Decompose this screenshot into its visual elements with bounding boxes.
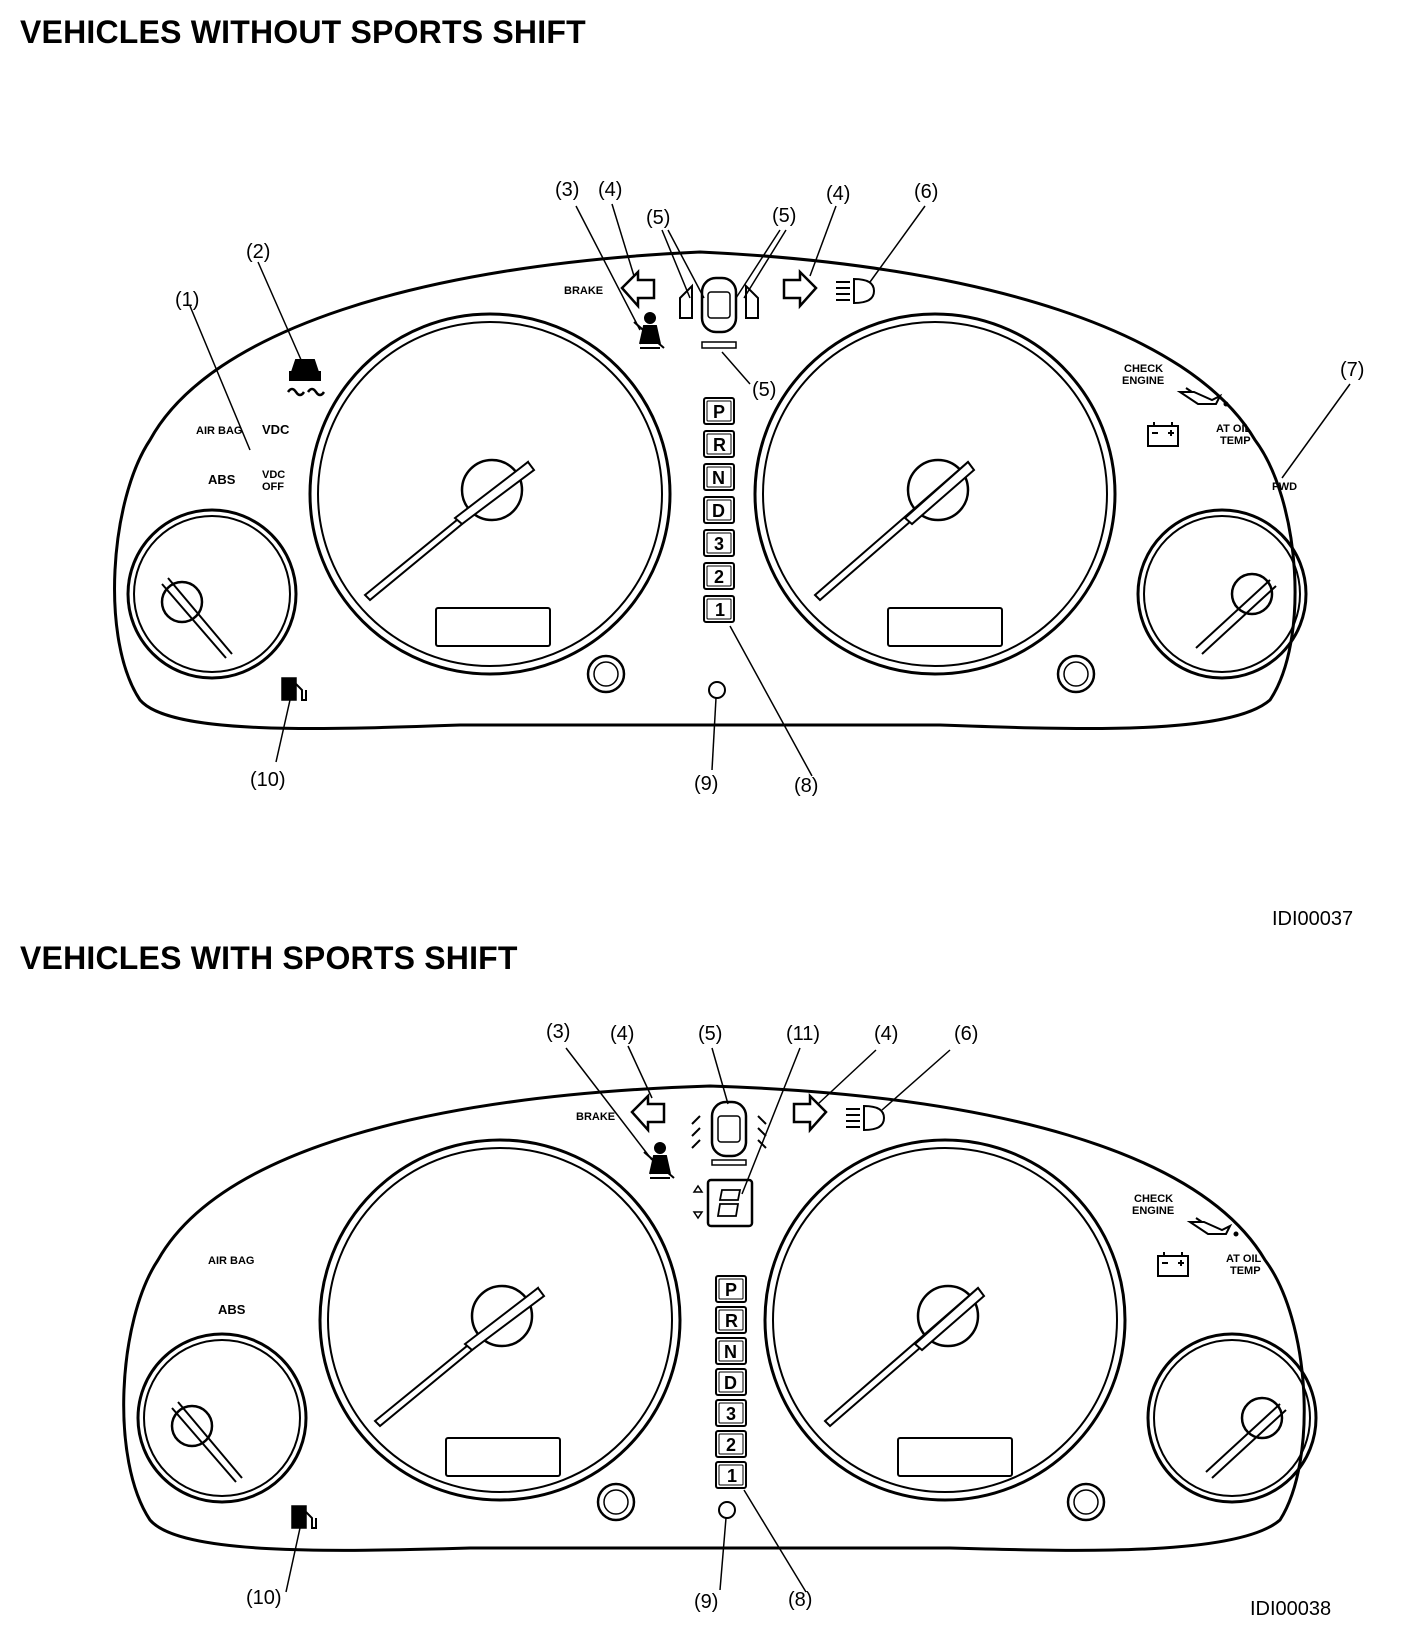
diagram-1-figure-id: IDI00037 — [1272, 908, 1354, 930]
cluster-1 — [113, 203, 1351, 777]
d2-brake-label: BRAKE — [576, 1111, 615, 1123]
gear-r: R — [713, 435, 726, 455]
d2-callout-5: (5) — [698, 1023, 722, 1045]
cluster-2-leader-lines — [285, 1045, 951, 1593]
fwd-label: FWD — [1272, 481, 1297, 493]
cluster-2-temp-gauge — [1146, 1332, 1318, 1504]
d2-callout-8: (8) — [788, 1589, 812, 1611]
cluster-1-gear-selector — [703, 397, 735, 623]
cluster-1-right-turn-arrow — [782, 268, 818, 310]
d2-gear-p: P — [725, 1280, 737, 1300]
gear-3: 3 — [714, 534, 724, 554]
cluster-1-leader-lines — [189, 203, 1351, 777]
cluster-2-seatbelt-icon — [643, 1142, 675, 1179]
abs-label: ABS — [208, 472, 236, 487]
d2-gear-n: N — [724, 1342, 737, 1362]
callout-4-left: (4) — [598, 179, 622, 201]
d2-gear-2: 2 — [726, 1435, 736, 1455]
d2-check-engine-label-1: CHECK — [1134, 1193, 1173, 1205]
cluster-2-texts: (3) (4) (5) (11) (4) (6) (10) (9) (8) BR… — [208, 1021, 1262, 1613]
d2-callout-11: (11) — [786, 1023, 820, 1045]
d2-at-oil-temp-label-2: TEMP — [1230, 1265, 1261, 1277]
d2-gear-3: 3 — [726, 1404, 736, 1424]
cluster-1-vdc-icon — [286, 359, 326, 397]
cluster-1-speedometer — [308, 312, 672, 676]
d2-gear-1: 1 — [727, 1466, 737, 1486]
callout-6: (6) — [914, 181, 938, 203]
gear-p: P — [713, 402, 725, 422]
cluster-2-gear-position-display — [692, 1178, 754, 1228]
callout-3: (3) — [555, 179, 579, 201]
d2-at-oil-temp-label-1: AT OIL — [1226, 1253, 1262, 1265]
vdc-off-label-2: OFF — [262, 481, 284, 493]
d2-air-bag-label: AIR BAG — [208, 1255, 254, 1267]
callout-1: (1) — [175, 289, 199, 311]
cluster-2-tachometer — [763, 1138, 1127, 1502]
cluster-1-fuel-icon — [281, 677, 307, 701]
check-engine-label-1: CHECK — [1124, 363, 1163, 375]
vdc-label: VDC — [262, 422, 290, 437]
d2-callout-6: (6) — [954, 1023, 978, 1045]
callout-5-left: (5) — [646, 207, 670, 229]
diagram-2-figure-id: IDI00038 — [1250, 1598, 1332, 1620]
d2-callout-3: (3) — [546, 1021, 570, 1043]
callout-4-right: (4) — [826, 183, 850, 205]
d2-gear-r: R — [725, 1311, 738, 1331]
gear-d: D — [712, 501, 725, 521]
diagram-2-title: VEHICLES WITH SPORTS SHIFT — [20, 940, 518, 976]
cluster-2-fuel-gauge — [136, 1332, 308, 1504]
callout-7: (7) — [1340, 359, 1364, 381]
cluster-1-door-ajar-icon — [700, 276, 738, 334]
callout-5-bottom: (5) — [752, 379, 776, 401]
gear-1: 1 — [715, 600, 725, 620]
callout-8: (8) — [794, 775, 818, 797]
d2-callout-9: (9) — [694, 1591, 718, 1613]
callout-5-right: (5) — [772, 205, 796, 227]
cluster-2-gear-selector — [715, 1275, 747, 1489]
check-engine-label-2: ENGINE — [1122, 375, 1164, 387]
at-oil-temp-label-2: TEMP — [1220, 435, 1251, 447]
cluster-1-fuel-gauge — [126, 508, 298, 680]
cluster-2-door-ajar-icon — [710, 1100, 748, 1158]
cluster-2-fuel-icon — [291, 1505, 317, 1529]
air-bag-label: AIR BAG — [196, 425, 242, 437]
cluster-2-outline — [122, 1084, 1306, 1552]
cluster-2-right-turn-arrow — [792, 1092, 828, 1134]
vdc-off-label-1: VDC — [262, 469, 285, 481]
callout-2: (2) — [246, 241, 270, 263]
cluster-1-texts: (1) (2) (3) (4) (4) (5) (5) (5) (6) (7) … — [175, 179, 1364, 797]
cluster-1-tachometer — [753, 312, 1117, 676]
cluster-1-battery-icon — [1147, 422, 1179, 447]
cluster-2-speedometer — [318, 1138, 682, 1502]
d2-check-engine-label-2: ENGINE — [1132, 1205, 1174, 1217]
brake-label: BRAKE — [564, 285, 603, 297]
gear-n: N — [712, 468, 725, 488]
gear-2: 2 — [714, 567, 724, 587]
callout-9: (9) — [694, 773, 718, 795]
cluster-1-outline — [113, 250, 1297, 731]
cluster-1-high-beam-icon — [836, 277, 876, 305]
d2-gear-d: D — [724, 1373, 737, 1393]
d2-callout-10: (10) — [246, 1587, 282, 1609]
cluster-1-seatbelt-icon — [633, 312, 665, 349]
d2-abs-label: ABS — [218, 1302, 246, 1317]
cluster-2 — [122, 1045, 1318, 1593]
d2-callout-4-left: (4) — [610, 1023, 634, 1045]
diagram-1-title: VEHICLES WITHOUT SPORTS SHIFT — [20, 14, 586, 50]
cluster-1-oil-icon — [1176, 387, 1229, 407]
cluster-2-high-beam-icon — [846, 1104, 886, 1132]
cluster-2-oil-icon — [1186, 1217, 1239, 1237]
cluster-2-left-turn-arrow — [630, 1092, 666, 1134]
cluster-1-temp-gauge — [1136, 508, 1308, 680]
at-oil-temp-label-1: AT OIL — [1216, 423, 1252, 435]
cluster-1-left-turn-arrow — [620, 268, 656, 310]
cluster-2-battery-icon — [1157, 1252, 1189, 1277]
d2-callout-4-right: (4) — [874, 1023, 898, 1045]
callout-10: (10) — [250, 769, 286, 791]
